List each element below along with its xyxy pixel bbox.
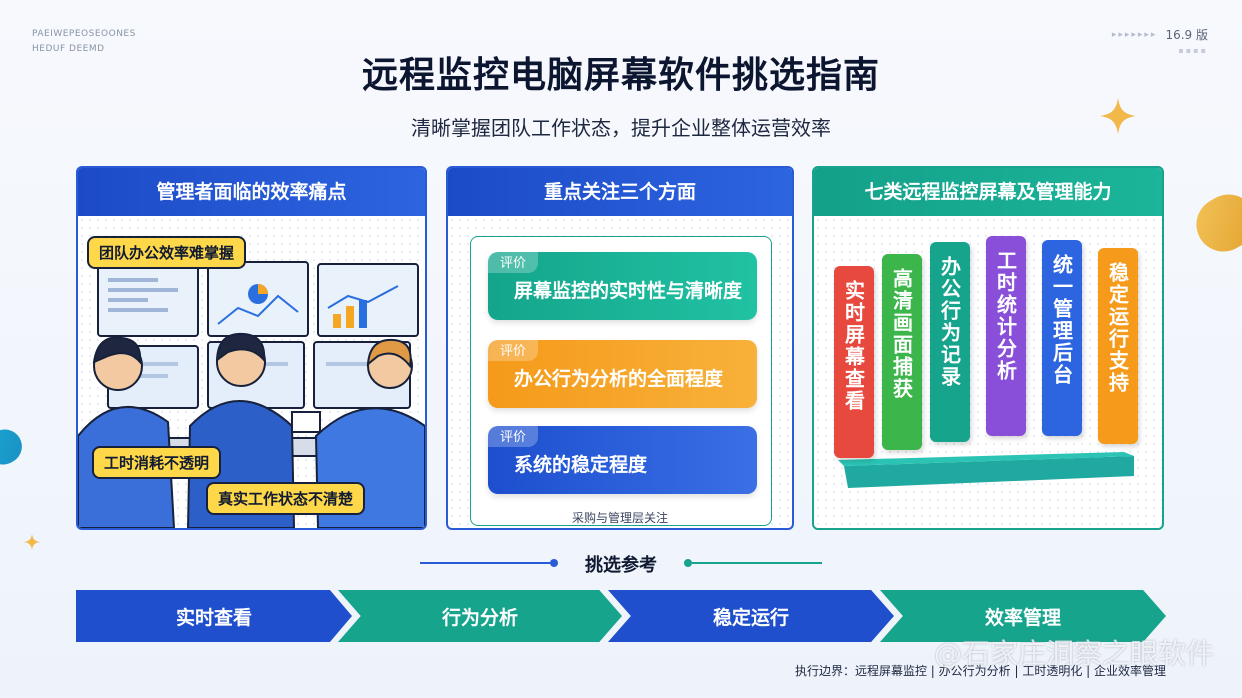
eval-item-stability: 评价 系统的稳定程度 xyxy=(488,424,757,494)
dots-icon: ▪▪▪▪ xyxy=(1178,46,1208,55)
capability-bar-hd-capture: 高清画面捕获 xyxy=(882,254,922,450)
eval-label: 办公行为分析的全面程度 xyxy=(514,368,724,390)
corner-caption-line-1: PAEIWEPEOSEOONES xyxy=(32,29,136,39)
capability-bar-unified-admin: 统一管理后台 xyxy=(1042,240,1082,436)
eval-item-behavior: 评价 办公行为分析的全面程度 xyxy=(488,338,757,408)
footer-note: 执行边界：远程屏幕监控 | 办公行为分析 | 工时透明化 | 企业效率管理 xyxy=(794,664,1166,678)
step-efficiency-management: 效率管理 xyxy=(880,590,1166,642)
corner-caption: PAEIWEPEOSEOONES HEDUF DEEMD xyxy=(32,27,136,57)
watermark: @石家庄洞察之眼软件 xyxy=(933,637,1214,670)
eval-label: 系统的稳定程度 xyxy=(514,454,648,476)
focus-aspects-panel: 重点关注三个方面 评价 屏幕监控的实时性与清晰度 评价 办公行为分析的全面程度 … xyxy=(446,166,794,530)
step-behavior-analysis: 行为分析 xyxy=(338,590,622,642)
panel-title: 七类远程监控屏幕及管理能力 xyxy=(814,168,1162,216)
eval-label: 屏幕监控的实时性与清晰度 xyxy=(514,280,743,302)
callout-hours-opaque: 工时消耗不透明 xyxy=(92,446,222,479)
arrow-dots-icon: ▸▸▸▸▸▸▸ xyxy=(1111,29,1158,40)
corner-caption-line-2: HEDUF DEEMD xyxy=(32,44,105,54)
gold-pill-decoration xyxy=(1186,184,1242,262)
capability-bar-stable-operation: 稳定运行支持 xyxy=(1098,248,1138,444)
step-stable-operation: 稳定运行 xyxy=(608,590,894,642)
panel-title: 重点关注三个方面 xyxy=(448,168,792,216)
eval-item-realtime: 评价 屏幕监控的实时性与清晰度 xyxy=(488,250,757,320)
capability-bar-realtime: 实时屏幕查看 xyxy=(834,266,874,458)
eval-tag: 评价 xyxy=(488,424,539,447)
version-text: 16.9 版 xyxy=(1165,28,1208,42)
pain-points-panel: 管理者面临的效率痛点 xyxy=(76,166,427,530)
platform-base xyxy=(838,452,1134,488)
version-label: ▸▸▸▸▸▸▸ 16.9 版 ▪▪▪▪ xyxy=(1111,26,1208,55)
page-title: 远程监控电脑屏幕软件挑选指南 xyxy=(361,55,880,96)
capability-bar-behavior-log: 办公行为记录 xyxy=(930,242,970,442)
reference-title: 挑选参考 xyxy=(585,555,657,576)
panel-footnote: 采购与管理层关注 xyxy=(571,511,668,525)
small-sparkle-icon xyxy=(24,534,40,550)
sparkle-icon xyxy=(1100,98,1136,134)
callout-team-efficiency: 团队办公效率难掌握 xyxy=(87,236,247,269)
step-realtime-view: 实时查看 xyxy=(76,590,352,642)
callout-status-unclear: 真实工作状态不清楚 xyxy=(206,482,366,515)
panel-title: 管理者面临的效率痛点 xyxy=(78,168,425,216)
page-subtitle: 清晰掌握团队工作状态，提升企业整体运营效率 xyxy=(411,116,831,140)
teal-pill-decoration xyxy=(0,423,29,471)
eval-tag: 评价 xyxy=(488,338,539,361)
capabilities-panel: 七类远程监控屏幕及管理能力 实时屏幕查看 高清画面捕获 办公行为记录 工时统计分… xyxy=(812,166,1164,530)
eval-tag: 评价 xyxy=(488,250,539,273)
capability-bar-hours-stats: 工时统计分析 xyxy=(986,236,1026,436)
